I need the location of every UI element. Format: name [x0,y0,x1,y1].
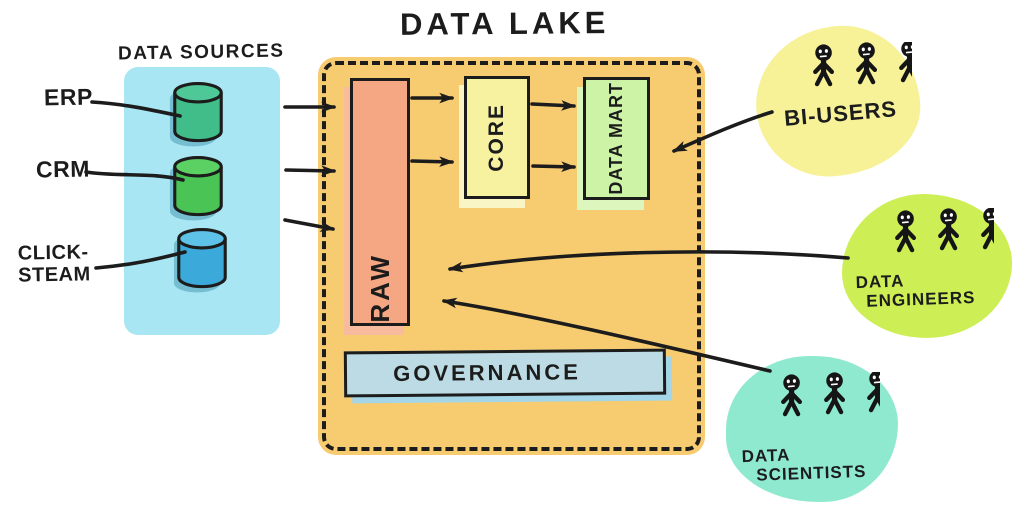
governance-label: GOVERNANCE [393,359,581,386]
erp-label: ERP [43,83,94,111]
data-engineers-label: DATA ENGINEERS [855,271,976,311]
clickstream-database-icon [173,227,227,293]
data-mart-zone: DATA MART [583,77,650,200]
clickstream-label: CLICK- STEAM [17,241,91,288]
raw-zone: RAW [350,78,410,326]
erp-database-icon [169,81,223,147]
data-sources-heading: DATA SOURCES [117,40,285,65]
data-scientists-blob [726,356,898,502]
data-scientists-people-icon [748,372,880,438]
crm-label: CRM [35,155,91,183]
crm-database-icon [169,155,223,221]
data-engineers-people-icon [862,208,994,274]
governance-bar: GOVERNANCE [343,348,667,398]
core-zone: CORE [464,76,530,199]
raw-zone-label: RAW [364,253,395,323]
core-zone-label: CORE [485,103,508,172]
data-mart-zone-label: DATA MART [606,82,626,195]
data-scientists-label: DATA SCIENTISTS [741,445,867,485]
diagram-title: DATA LAKE [399,5,610,42]
